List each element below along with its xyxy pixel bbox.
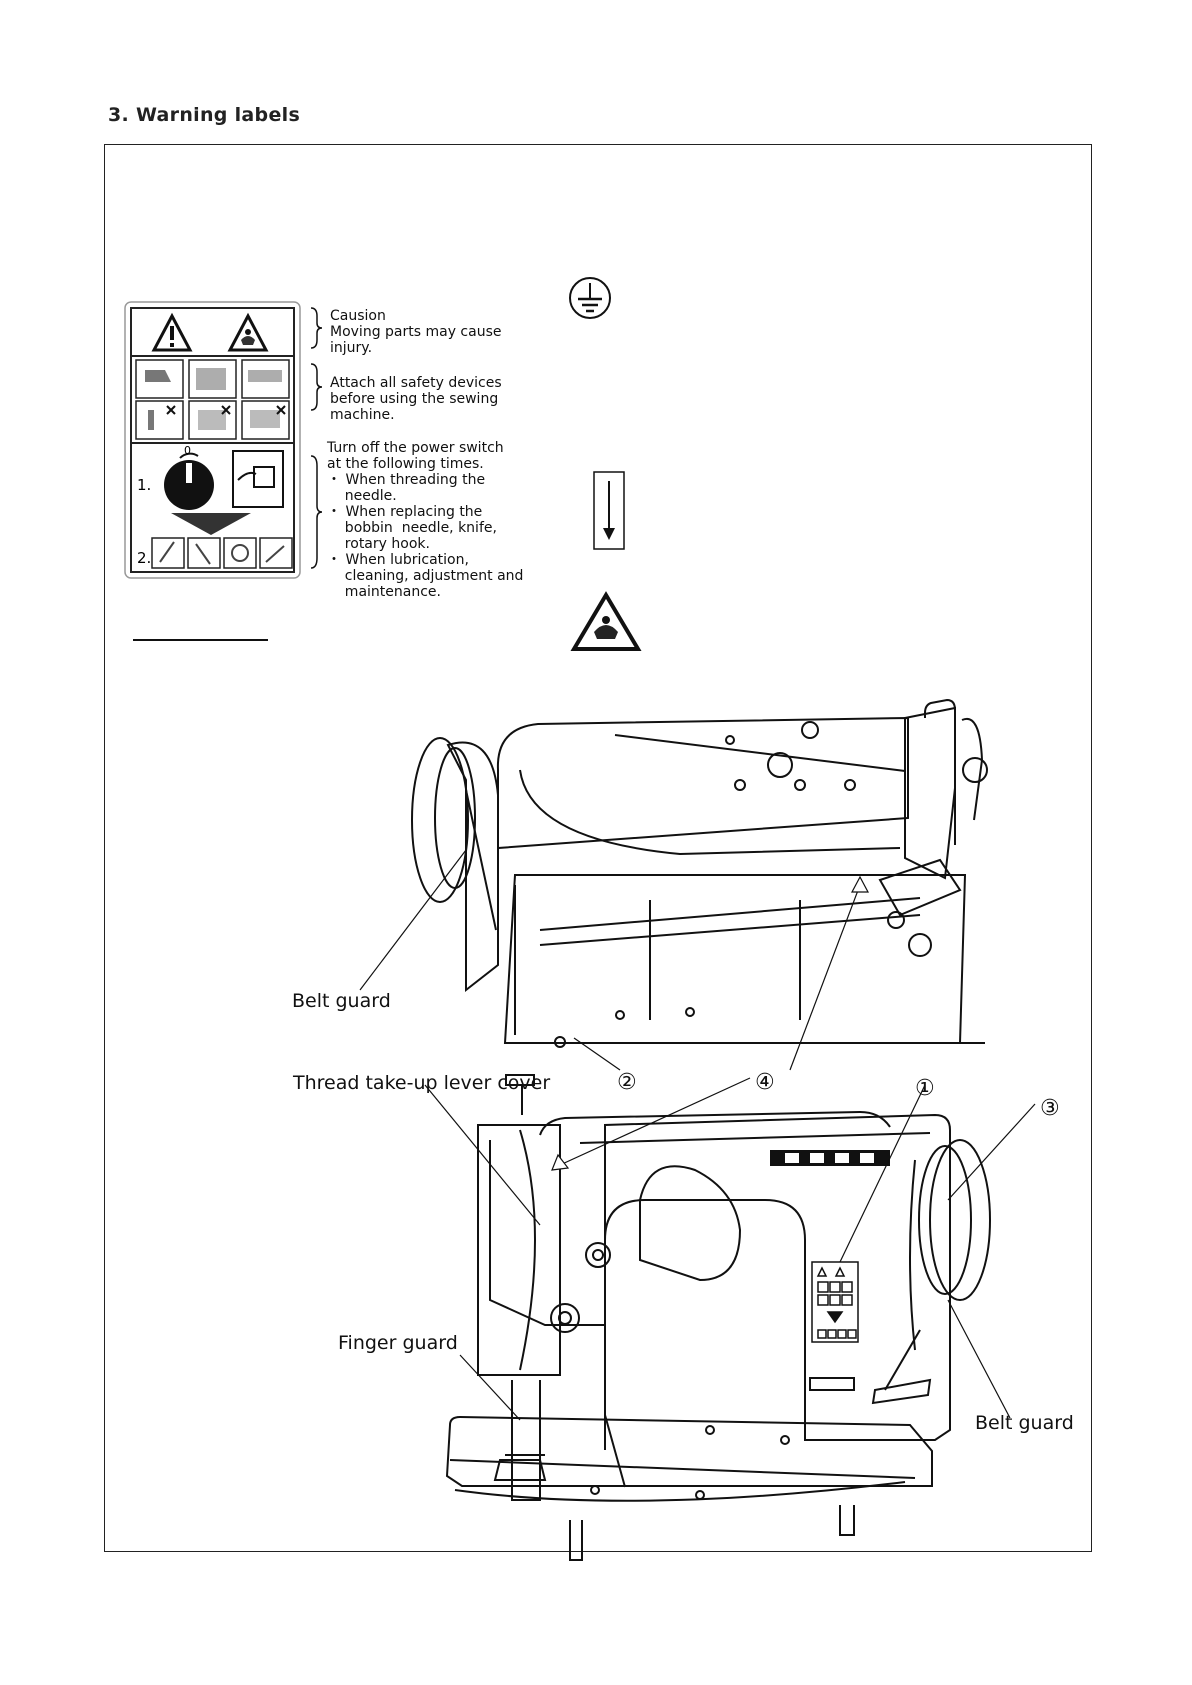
caution-text: Causion Moving parts may cause injury. bbox=[330, 308, 502, 356]
machine-warning-label bbox=[811, 1261, 859, 1343]
down-arrow-icon bbox=[593, 471, 625, 550]
safety-devices-text: Attach all safety devices before using t… bbox=[330, 375, 502, 423]
hand-crush-warning-icon bbox=[570, 591, 642, 651]
machine-rear-view bbox=[411, 698, 988, 1048]
section-title: 3. Warning labels bbox=[108, 104, 301, 126]
marker-2: ② bbox=[617, 1070, 637, 1095]
marker-1: ① bbox=[915, 1076, 935, 1101]
finger-guard-label: Finger guard bbox=[338, 1332, 458, 1354]
machine-front-view bbox=[445, 1074, 991, 1561]
step-1-label: 1. bbox=[137, 476, 151, 494]
hand-crush-triangle-icon bbox=[227, 312, 269, 352]
marker-4: ④ bbox=[755, 1070, 775, 1095]
ground-symbol-icon bbox=[569, 277, 611, 319]
thread-take-up-lever-cover-label: Thread take-up lever cover bbox=[293, 1072, 551, 1094]
belt-guard-label-top: Belt guard bbox=[292, 990, 391, 1012]
belt-guard-label-bottom: Belt guard bbox=[975, 1412, 1074, 1434]
content-frame bbox=[104, 144, 1092, 1552]
power-switch-icon: 0 bbox=[164, 444, 284, 510]
marker-3: ③ bbox=[1040, 1096, 1060, 1121]
step-2-label: 2. bbox=[137, 549, 151, 567]
svg-text:0: 0 bbox=[184, 444, 191, 457]
brand-plate bbox=[770, 1150, 890, 1166]
warning-triangle-icon bbox=[151, 312, 193, 352]
power-off-text: Turn off the power switch at the followi… bbox=[327, 440, 524, 600]
